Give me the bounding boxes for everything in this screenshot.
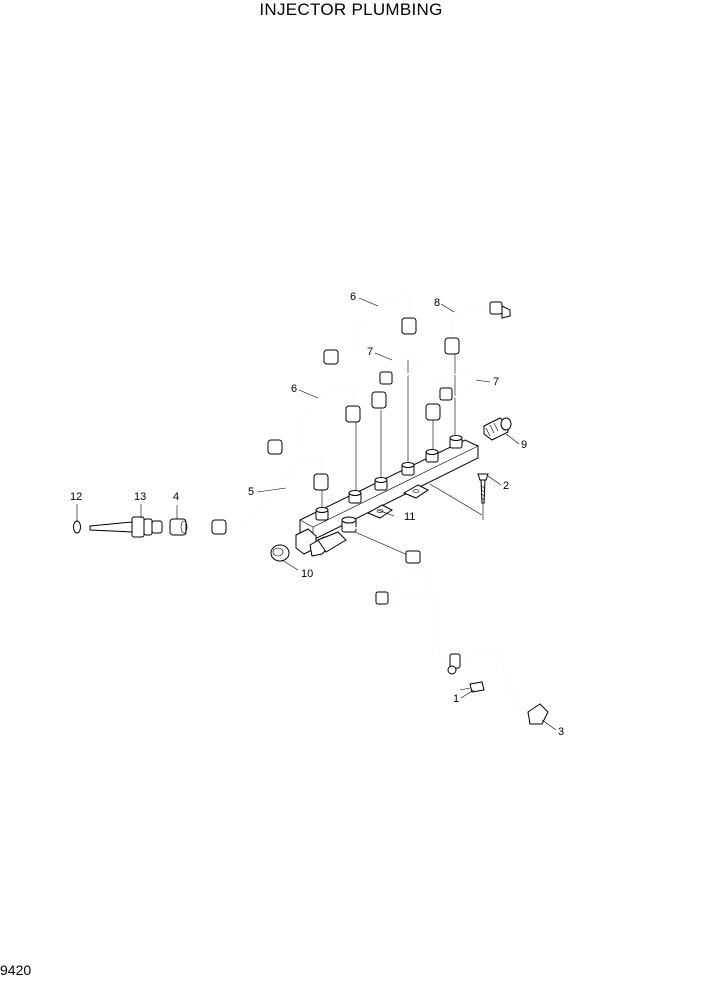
callout-6-lower: 6 <box>291 383 297 395</box>
leader-lines <box>76 297 557 731</box>
part-1-bolt <box>459 681 485 693</box>
rail-port-6 <box>449 435 463 449</box>
callout-9: 9 <box>521 439 527 451</box>
callout-6-upper: 6 <box>350 291 356 303</box>
rail-port-1 <box>315 507 329 521</box>
part-7-injection-pipe-right <box>425 371 477 421</box>
part-9-pressure-sensor <box>483 417 512 441</box>
callout-10: 10 <box>301 568 313 580</box>
page-title: INJECTOR PLUMBING <box>259 0 443 19</box>
part-2-bolt <box>477 473 489 520</box>
part-7-injection-pipe-left <box>371 355 419 409</box>
part-6-injection-pipe-upper <box>323 293 417 365</box>
rail-port-4 <box>401 462 415 476</box>
rail-port-5 <box>425 449 439 463</box>
part-3-return-line <box>355 527 549 725</box>
callout-4: 4 <box>173 491 179 503</box>
rail-port-2 <box>348 490 362 504</box>
part-5-injection-pipe <box>211 455 329 535</box>
part-10-plug <box>270 544 290 562</box>
callout-labels: 6 8 7 6 7 9 2 11 5 10 1 3 12 13 4 <box>70 291 564 738</box>
page-code: 9420 <box>0 962 32 978</box>
callout-8: 8 <box>434 297 440 309</box>
callout-7-left: 7 <box>367 346 373 358</box>
callout-13: 13 <box>134 491 146 503</box>
callout-2: 2 <box>503 480 509 492</box>
part-4-nut <box>169 518 188 536</box>
part-12-o-ring <box>73 520 81 534</box>
callout-5: 5 <box>248 486 254 498</box>
rail-port-3 <box>374 477 388 491</box>
part-13-injector-nozzle <box>89 516 163 538</box>
assembly-lines <box>321 352 483 557</box>
callout-1: 1 <box>453 693 459 705</box>
part-6-injection-pipe-lower <box>267 383 361 455</box>
callout-7-right: 7 <box>493 376 499 388</box>
callout-3: 3 <box>558 726 564 738</box>
callout-11: 11 <box>404 511 415 523</box>
callout-12: 12 <box>70 491 82 503</box>
common-rail <box>295 435 479 557</box>
part-8-injection-pipe <box>444 301 511 355</box>
